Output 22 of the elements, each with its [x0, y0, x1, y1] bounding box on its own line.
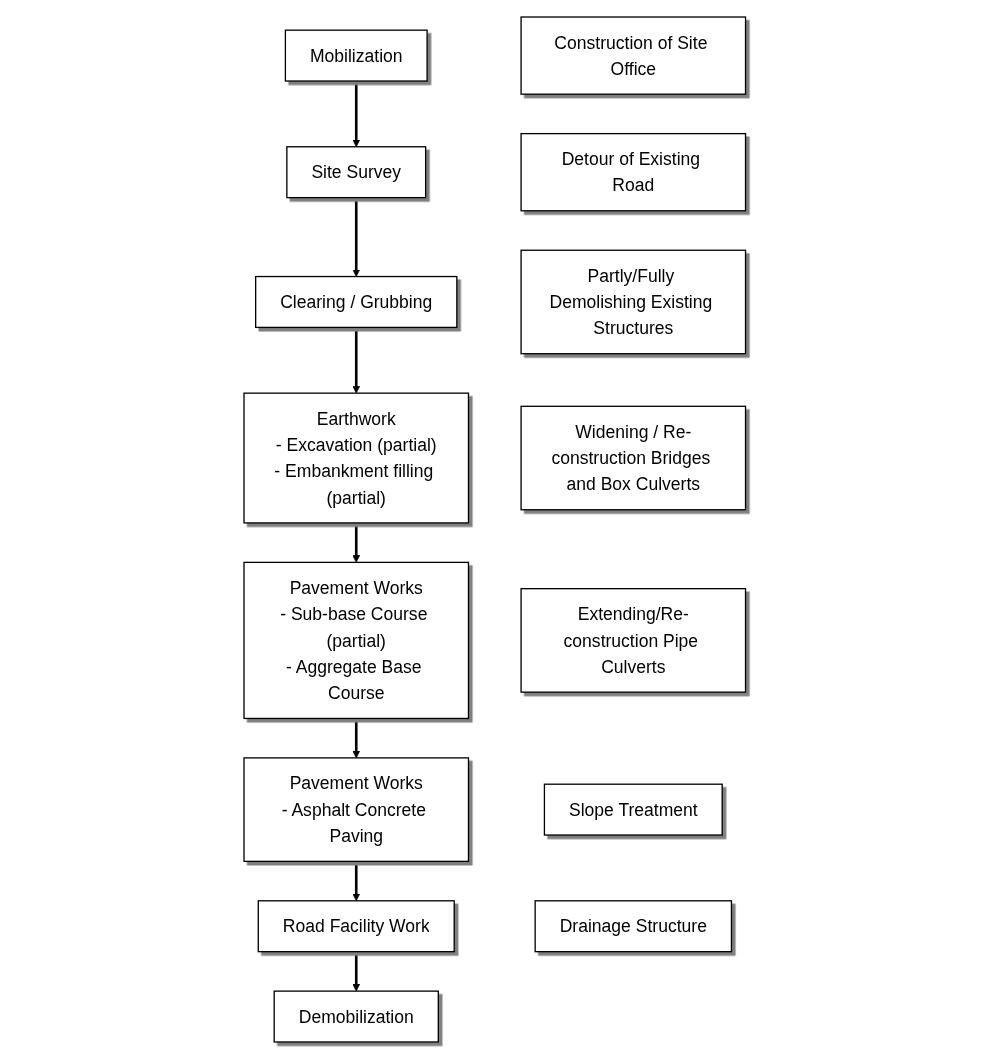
node-box: Clearing / Grubbing	[254, 275, 458, 329]
node-box: Extending/Re-construction Pipe Culverts	[520, 588, 746, 693]
arrow	[352, 327, 360, 394]
arrow	[352, 522, 360, 563]
node-box: Mobilization	[284, 29, 428, 82]
node-box: Pavement Works - Asphalt Concrete Paving	[243, 757, 469, 862]
node-box: Detour of Existing Road	[520, 132, 746, 212]
arrow	[352, 197, 360, 277]
node-box: Road Facility Work	[257, 900, 455, 953]
node-box: Site Survey	[285, 146, 426, 199]
node-box: Pavement Works - Sub-base Course (partial) - Aggregate Base Course	[243, 561, 469, 720]
arrow	[352, 81, 360, 148]
node-box: Earthwork - Excavation (partial) - Embankment filling (partial)	[243, 392, 469, 524]
node-box: Widening / Re-construction Bridges and Box Culverts	[520, 405, 746, 511]
node-box: Slope Treatment	[543, 783, 723, 836]
arrow	[352, 718, 360, 759]
node-box: Construction of Site Office	[520, 16, 746, 95]
node-box: Drainage Structure	[534, 900, 732, 953]
arrow	[352, 951, 360, 992]
arrow	[352, 861, 360, 902]
node-box: Demobilization	[273, 990, 439, 1043]
node-box: Partly/Fully Demolishing Existing Structures	[520, 249, 746, 355]
